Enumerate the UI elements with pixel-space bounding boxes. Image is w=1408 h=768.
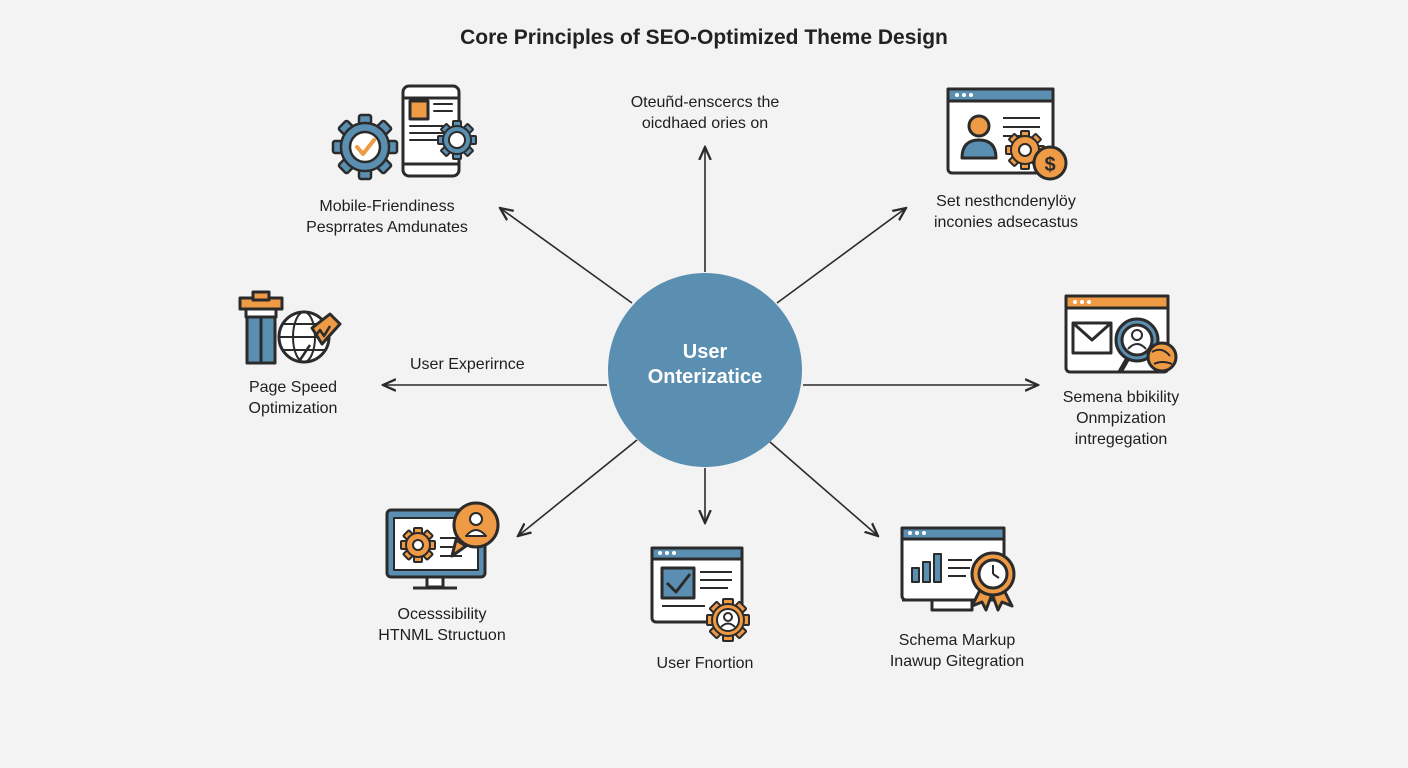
node-right-label: Semena bbikility Onmpization intregegati… <box>1040 387 1202 450</box>
user-experience-arrow-text: User Experirnce <box>410 356 525 373</box>
arrow-top-right <box>776 208 906 304</box>
node-top-left-line-2: Pesprrates Amdunates <box>306 219 468 236</box>
node-right-line-3: intregegation <box>1074 431 1168 448</box>
center-circle <box>608 273 802 467</box>
arrow-bottom-right <box>769 441 878 536</box>
node-bottom-label: User Fnortion <box>625 653 785 674</box>
speed-globe-icon <box>238 290 342 365</box>
mobile-gear-icon <box>331 84 477 181</box>
node-top-line-1: Oteuñd-enscercs the <box>630 94 780 111</box>
node-bottom-right-line-2: Inawup Gitegration <box>889 653 1025 670</box>
center-label-line-2: Onterizatice <box>647 366 763 388</box>
monitor-gear-user-icon <box>385 501 500 590</box>
chart-award-icon <box>900 526 1016 612</box>
browser-mail-search-icon <box>1064 294 1178 374</box>
browser-check-user-icon <box>650 546 750 642</box>
arrow-bottom-left <box>518 439 638 536</box>
diagram-title: Core Principles of SEO-Optimized Theme D… <box>460 26 948 49</box>
arrow-top-left <box>500 208 633 304</box>
node-bottom-line-1: User Fnortion <box>656 655 754 672</box>
node-bottom-left-line-1: Ocesssibility <box>397 606 487 623</box>
node-bottom-left-label: Ocesssibility HTNML Structuon <box>350 604 534 646</box>
node-right-line-2: Onmpization <box>1076 410 1166 427</box>
svg-text:$: $ <box>1044 154 1055 176</box>
node-top-right-line-1: Set nesthcndenylöy <box>936 193 1076 210</box>
node-bottom-right-label: Schema Markup Inawup Gitegration <box>862 630 1052 672</box>
node-left-label: Page Speed Optimization <box>226 377 360 419</box>
node-bottom-right-line-1: Schema Markup <box>898 632 1016 649</box>
node-top-left-label: Mobile-Friendiness Pesprrates Amdunates <box>280 196 494 238</box>
node-top-right-line-2: inconies adsecastus <box>933 214 1079 231</box>
browser-user-dollar-icon: $ <box>946 87 1068 181</box>
node-top-right-label: Set nesthcndenylöy inconies adsecastus <box>914 191 1098 233</box>
center-label: User Onterizatice <box>608 340 802 390</box>
node-top-line-2: oicdhaed ories on <box>641 115 769 132</box>
connector-arrows <box>383 147 1038 536</box>
center-label-line-1: User <box>682 341 728 363</box>
node-left-line-1: Page Speed <box>248 379 338 396</box>
node-top-label: Oteuñd-enscercs the oicdhaed ories on <box>600 92 810 134</box>
node-right-line-1: Semena bbikility <box>1062 389 1180 406</box>
node-left-line-2: Optimization <box>248 400 338 417</box>
user-experience-arrow-label: User Experirnce <box>410 354 525 375</box>
node-top-left-line-1: Mobile-Friendiness <box>319 198 455 215</box>
node-bottom-left-line-2: HTNML Structuon <box>378 627 506 644</box>
